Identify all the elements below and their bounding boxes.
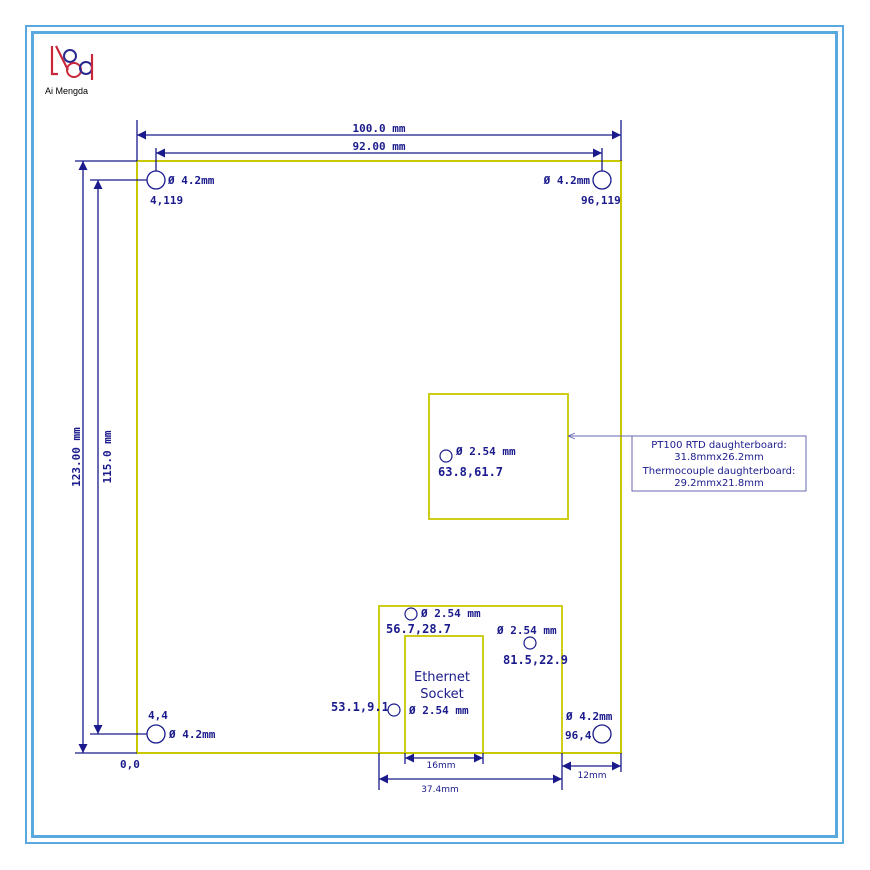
callout-line2: 31.8mmx26.2mm [674, 452, 763, 463]
hole-ethernet-left [387, 703, 401, 717]
width-inner-label: 92.00 mm [353, 140, 406, 153]
ethernet-socket-outline [404, 635, 484, 754]
callout-line1: PT100 RTD daughterboard: [651, 440, 787, 451]
ethernet-width-label: 16mm [427, 761, 456, 771]
hole-top-right [592, 170, 612, 190]
hole-daughterboard [439, 449, 453, 463]
callout-line3: Thermocouple daughterboard: [642, 466, 796, 477]
hole-bottom-right [592, 724, 612, 744]
height-inner-label: 115.0 mm [101, 430, 114, 483]
ai-mengda-logo-icon [50, 45, 94, 80]
hole-top-right-coord: 96,119 [581, 194, 621, 207]
hole-bottom-left-diameter: Ø 4.2mm [168, 728, 216, 741]
hole-bottom-right-coord: 96,4 [565, 729, 592, 742]
width-dimension-outer [136, 120, 622, 161]
hole-ethernet-top-diameter: Ø 2.54 mm [420, 607, 481, 620]
width-outer-label: 100.0 mm [353, 122, 406, 135]
hole-ethernet-right-coord: 81.5,22.9 [503, 653, 568, 667]
hole-top-right-diameter: Ø 4.2mm [543, 174, 591, 187]
hole-ethernet-left-diameter: Ø 2.54 mm [408, 704, 469, 717]
outer-frame [25, 25, 844, 844]
hole-ethernet-top-coord: 56.7,28.7 [386, 622, 451, 636]
hole-ethernet-right [523, 636, 537, 650]
inner-frame [31, 31, 838, 838]
callout-line4: 29.2mmx21.8mm [674, 478, 763, 489]
hole-ethernet-right-diameter: Ø 2.54 mm [496, 624, 557, 637]
hole-ethernet-left-coord: 53.1,9.1 [331, 700, 389, 714]
brand-name: Ai Mengda [45, 86, 89, 96]
height-dimension-inner [90, 179, 156, 735]
hole-top-left-diameter: Ø 4.2mm [167, 174, 215, 187]
daughterboard-outline [428, 393, 569, 520]
cutout-width-dimension [378, 753, 563, 790]
right-offset-dimension [562, 753, 622, 772]
ethernet-label-line1: Ethernet [414, 670, 470, 685]
ethernet-width-dimension [404, 753, 484, 764]
height-dimension-outer [75, 160, 137, 754]
ethernet-label-line2: Socket [420, 687, 464, 702]
hole-bottom-left [146, 724, 166, 744]
hole-daughterboard-diameter: Ø 2.54 mm [455, 445, 516, 458]
hole-bottom-left-coord: 4,4 [148, 709, 168, 722]
hole-bottom-right-diameter: Ø 4.2mm [565, 710, 613, 723]
hole-top-left-coord: 4,119 [150, 194, 183, 207]
callout-box [631, 435, 807, 492]
cutout-width-label: 37.4mm [421, 785, 459, 795]
hole-ethernet-top [404, 607, 418, 621]
origin-label: 0,0 [120, 758, 140, 771]
hole-top-left [146, 170, 166, 190]
height-outer-label: 123.00 mm [70, 427, 83, 487]
hole-daughterboard-coord: 63.8,61.7 [438, 465, 503, 479]
right-offset-label: 12mm [578, 771, 607, 781]
